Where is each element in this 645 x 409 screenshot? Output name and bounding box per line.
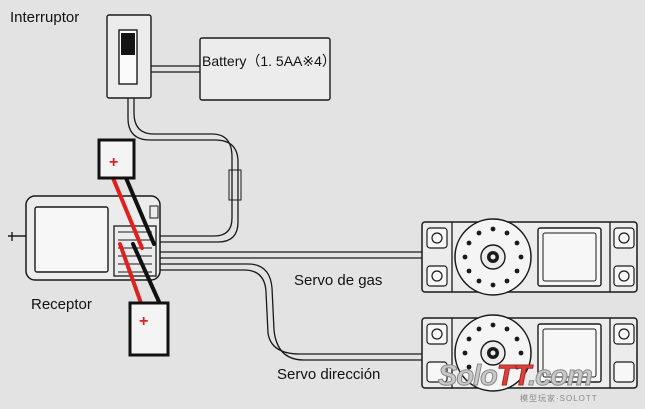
battery-label: Battery（1. 5AA※4） — [202, 53, 336, 69]
cable-switch-battery — [150, 65, 202, 73]
wire-red-top — [111, 176, 144, 250]
cable-servo-steering-inner — [150, 269, 422, 355]
watermark-part-2: TT — [496, 360, 529, 393]
servo-throttle — [421, 218, 638, 296]
plug-bottom — [128, 301, 170, 357]
switch-label: Interruptor — [10, 9, 80, 26]
plug-top — [97, 138, 136, 180]
cable-switch-receiver-inner — [133, 98, 233, 237]
watermark-subtext: 模型玩家·SOLOTT — [520, 394, 598, 403]
battery-pack — [199, 37, 331, 101]
receiver-label: Receptor — [31, 296, 92, 313]
plus-sign-bottom: + — [139, 313, 148, 330]
cable-sleeve-top — [228, 169, 242, 201]
wire-black-bottom — [131, 242, 162, 306]
watermark-part-1: Solo — [438, 360, 499, 393]
wire-black-top — [124, 176, 156, 246]
servo-steering-label: Servo dirección — [277, 366, 381, 383]
wire-red-bottom — [118, 242, 144, 308]
watermark-logo: SoloTT.com — [438, 360, 594, 393]
servo-throttle-label: Servo de gas — [294, 272, 383, 289]
cable-switch-receiver-outer — [127, 98, 239, 243]
watermark-part-3: .com — [528, 360, 594, 393]
power-leads — [111, 176, 162, 308]
servo-steering — [421, 314, 638, 392]
cable-servo-throttle — [150, 251, 422, 259]
switch — [106, 14, 152, 99]
cables — [127, 65, 422, 361]
switch-slider — [121, 33, 135, 55]
cable-servo-steering-outer — [150, 263, 422, 361]
plus-sign-top: + — [109, 154, 118, 171]
